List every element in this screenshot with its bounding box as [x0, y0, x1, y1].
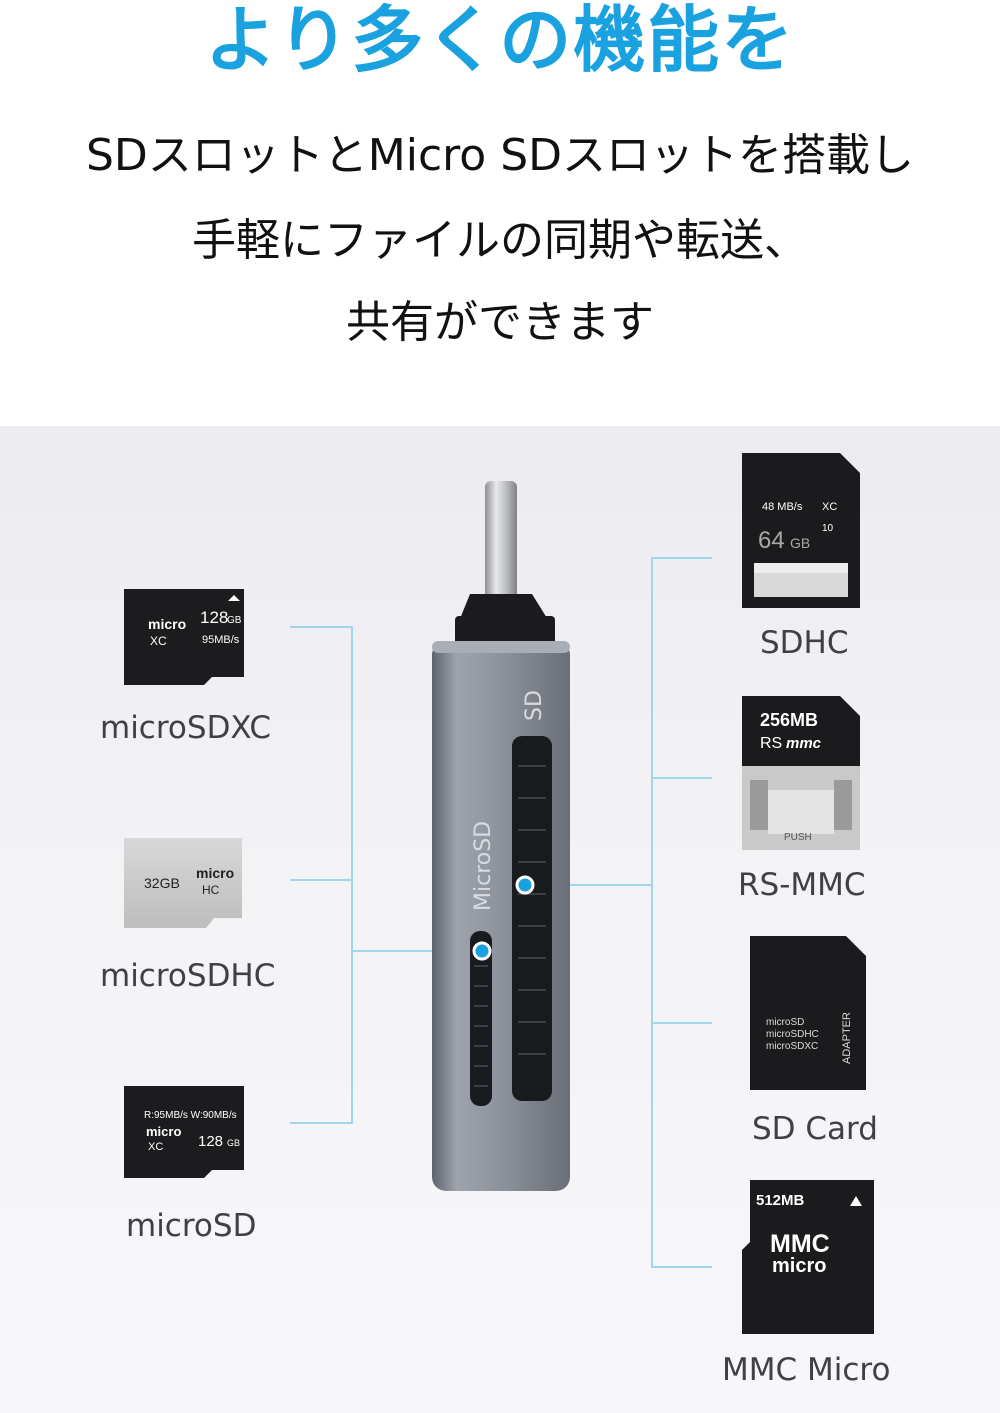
svg-text:32GB: 32GB — [144, 875, 180, 891]
header-section: より多くの機能を SDスロットとMicro SDスロットを搭載し 手軽にファイル… — [0, 0, 1000, 426]
svg-text:48 MB/s: 48 MB/s — [762, 501, 803, 513]
svg-text:mmc: mmc — [786, 735, 822, 752]
label-microsd: microSD — [126, 1208, 257, 1244]
label-microsdxc: microSDXC — [100, 710, 272, 746]
svg-text:512MB: 512MB — [756, 1192, 805, 1209]
svg-text:256MB: 256MB — [760, 710, 818, 730]
svg-text:64: 64 — [758, 527, 785, 554]
svg-text:95MB/s: 95MB/s — [202, 634, 240, 646]
svg-text:GB: GB — [790, 535, 810, 551]
subline-1: SDスロットとMicro SDスロットを搭載し — [85, 130, 915, 181]
right-connector-lines — [525, 557, 712, 1268]
label-sd-card: SD Card — [752, 1111, 878, 1147]
svg-text:micro: micro — [148, 616, 186, 632]
svg-text:micro: micro — [772, 1255, 826, 1277]
mmc-micro-card-image: 512MB MMC micro — [742, 1180, 874, 1334]
subline-3: 共有ができます — [346, 297, 654, 348]
svg-text:microSDXC: microSDXC — [766, 1041, 818, 1052]
label-microsdhc: microSDHC — [100, 958, 276, 994]
svg-text:RS: RS — [760, 735, 782, 752]
svg-text:microSD: microSD — [766, 1017, 804, 1028]
subline-2: 手軽にファイルの同期や転送、 — [192, 215, 808, 266]
svg-text:micro: micro — [146, 1124, 181, 1139]
svg-text:micro: micro — [196, 865, 234, 881]
product-panel: SD MicroSD micro XC 128 GB 95MB/s 32GB m… — [0, 426, 1000, 1413]
svg-text:PUSH: PUSH — [784, 832, 812, 843]
usb-c-plug — [455, 481, 555, 646]
svg-text:R:95MB/s W:90MB/s: R:95MB/s W:90MB/s — [144, 1110, 237, 1121]
svg-text:128: 128 — [198, 1133, 223, 1150]
svg-text:10: 10 — [822, 523, 834, 534]
microsdhc-card-image: 32GB micro HC — [124, 838, 242, 928]
rs-mmc-card-image: 256MB RS mmc PUSH — [742, 696, 860, 850]
svg-text:XC: XC — [148, 1141, 163, 1153]
microsd-slot-label: MicroSD — [471, 821, 496, 911]
label-sdhc: SDHC — [760, 625, 849, 661]
svg-text:XC: XC — [150, 634, 167, 648]
svg-text:microSDHC: microSDHC — [766, 1029, 819, 1040]
microsd-card-image: R:95MB/s W:90MB/s micro XC 128 GB — [124, 1086, 244, 1178]
diagram-graphic: SD MicroSD micro XC 128 GB 95MB/s 32GB m… — [124, 453, 874, 1334]
label-mmc-micro: MMC Micro — [722, 1352, 891, 1388]
sd-card-adapter-image: microSD microSDHC microSDXC ADAPTER — [750, 936, 866, 1090]
svg-text:128: 128 — [200, 608, 228, 627]
label-rs-mmc: RS-MMC — [738, 867, 866, 903]
svg-text:MMC: MMC — [770, 1230, 830, 1258]
svg-text:HC: HC — [202, 883, 220, 897]
svg-text:XC: XC — [822, 501, 837, 513]
sd-slot-label: SD — [522, 690, 547, 721]
svg-text:GB: GB — [227, 1138, 240, 1148]
microsdxc-card-image: micro XC 128 GB 95MB/s — [124, 589, 244, 685]
headline: より多くの機能を — [204, 0, 796, 82]
sdhc-card-image: 48 MB/s XC 64 GB 10 — [742, 453, 860, 608]
svg-text:GB: GB — [227, 615, 242, 626]
card-reader-body: SD MicroSD — [432, 641, 570, 1191]
svg-text:ADAPTER: ADAPTER — [841, 1012, 853, 1064]
